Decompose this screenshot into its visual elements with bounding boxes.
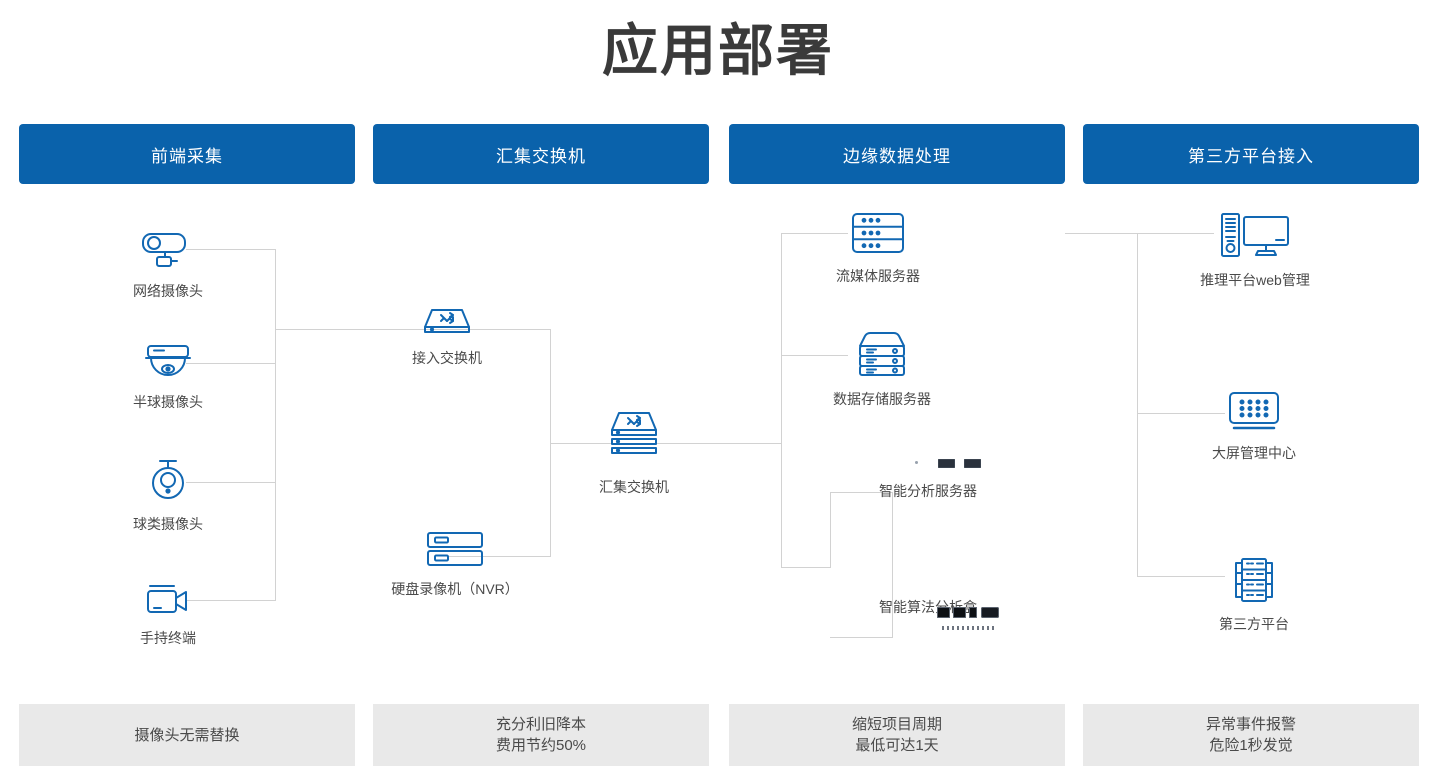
wire-bus-to-access-switch — [275, 329, 447, 330]
wire-access-switch-to-bus — [447, 329, 551, 330]
column-header-edge-data-processing: 边缘数据处理 — [729, 124, 1065, 184]
column-header-aggregation-switch: 汇集交换机 — [373, 124, 709, 184]
node-nvr[interactable]: 硬盘录像机（NVR） — [385, 530, 525, 598]
bullet-camera-icon — [141, 226, 195, 275]
footer-line: 最低可达1天 — [855, 737, 939, 754]
footer-line: 充分利旧降本 — [495, 716, 586, 733]
node-handheld-terminal[interactable]: 手持终端 — [112, 583, 224, 647]
wire-bus-to-third-party — [1137, 576, 1225, 577]
wire-to-web-console — [1065, 233, 1137, 234]
footer-benefit-edge: 缩短项目周期 最低可达1天 — [729, 704, 1065, 766]
node-third-party-platform[interactable]: 第三方平台 — [1198, 557, 1310, 633]
node-ptz-camera[interactable]: 球类摄像头 — [112, 457, 224, 533]
node-aggregation-switch[interactable]: 汇集交换机 — [578, 410, 690, 496]
node-access-switch[interactable]: 接入交换机 — [391, 305, 503, 367]
dome-camera-icon — [142, 343, 194, 386]
stacked-switch-icon — [605, 410, 663, 471]
wire-subbus-to-analysis-server — [830, 492, 892, 493]
wire-aggregation-switch-to-edge-bus — [634, 443, 782, 444]
node-label: 汇集交换机 — [599, 479, 669, 495]
wire-nvr-to-bus — [447, 556, 551, 557]
node-dome-camera[interactable]: 半球摄像头 — [112, 343, 224, 411]
node-label: 第三方平台 — [1219, 616, 1289, 632]
node-label: 推理平台web管理 — [1200, 272, 1310, 288]
wire-bus-to-aggregation-switch — [550, 443, 635, 444]
footer-benefit-switch: 充分利旧降本 费用节约50% — [373, 704, 709, 766]
node-video-wall[interactable]: 大屏管理中心 — [1198, 390, 1310, 462]
wire-edge-vertical-bus — [781, 233, 782, 567]
wire-subbus-to-analysis-box — [830, 637, 892, 638]
footer-line: 异常事件报警 — [1205, 716, 1296, 733]
wire-front-end-vertical-bus — [275, 249, 276, 601]
column-header-front-end-capture: 前端采集 — [19, 124, 355, 184]
node-label: 智能分析服务器 — [879, 483, 977, 499]
wire-bus-to-stream-server — [781, 233, 848, 234]
wire-ptz-camera-to-bus — [186, 482, 275, 483]
wire-bus-to-storage-server — [781, 355, 848, 356]
node-streaming-server[interactable]: 流媒体服务器 — [822, 211, 934, 285]
wire-bus-to-web-console — [1137, 233, 1214, 234]
handheld-camcorder-icon — [142, 583, 194, 622]
footer-line: 缩短项目周期 — [851, 716, 942, 733]
wire-analysis-sub-bus — [830, 492, 831, 568]
server-rack-icon — [1226, 557, 1282, 608]
node-bullet-camera[interactable]: 网络摄像头 — [112, 226, 224, 300]
column-header-third-party-platform-access: 第三方平台接入 — [1083, 124, 1419, 184]
node-storage-server[interactable]: 数据存储服务器 — [826, 330, 938, 408]
footer-benefit-third-party: 异常事件报警 危险1秒发觉 — [1083, 704, 1419, 766]
node-label: 硬盘录像机（NVR） — [391, 581, 519, 597]
node-label: 球类摄像头 — [133, 516, 203, 532]
node-label: 网络摄像头 — [133, 283, 203, 299]
wire-third-party-vertical-bus — [1137, 233, 1138, 576]
wire-bus-to-video-wall — [1137, 413, 1225, 414]
node-label: 智能算法分析盒 — [879, 599, 977, 615]
footer-line: 危险1秒发觉 — [1209, 737, 1293, 754]
node-analysis-server[interactable]: 智能分析服务器 — [872, 459, 984, 500]
node-label: 流媒体服务器 — [836, 268, 920, 284]
wire-bullet-camera-to-bus — [186, 249, 275, 250]
node-analysis-box[interactable]: 智能算法分析盒 — [872, 598, 999, 630]
node-label: 大屏管理中心 — [1212, 445, 1296, 461]
network-switch-icon — [419, 305, 475, 342]
wire-dome-camera-to-bus — [186, 363, 275, 364]
ptz-camera-icon — [144, 457, 192, 508]
nvr-icon — [424, 530, 486, 573]
wire-analysis-branch-vertical — [892, 492, 893, 638]
video-wall-icon — [1226, 390, 1282, 437]
desktop-computer-icon — [1219, 211, 1291, 264]
footer-benefit-front-end: 摄像头无需替换 — [19, 704, 355, 766]
node-label: 数据存储服务器 — [833, 391, 931, 407]
node-label: 半球摄像头 — [133, 394, 203, 410]
node-web-console[interactable]: 推理平台web管理 — [1196, 211, 1314, 289]
wire-bus-to-analysis-subbus — [781, 567, 831, 568]
node-label: 手持终端 — [140, 630, 196, 646]
wire-handheld-to-bus — [186, 600, 275, 601]
node-label: 接入交换机 — [412, 350, 482, 366]
storage-server-icon — [856, 330, 908, 383]
page-title: 应用部署 — [602, 19, 834, 82]
footer-line: 摄像头无需替换 — [134, 726, 240, 744]
rack-server-icon — [850, 211, 906, 260]
footer-line: 费用节约50% — [495, 737, 587, 754]
